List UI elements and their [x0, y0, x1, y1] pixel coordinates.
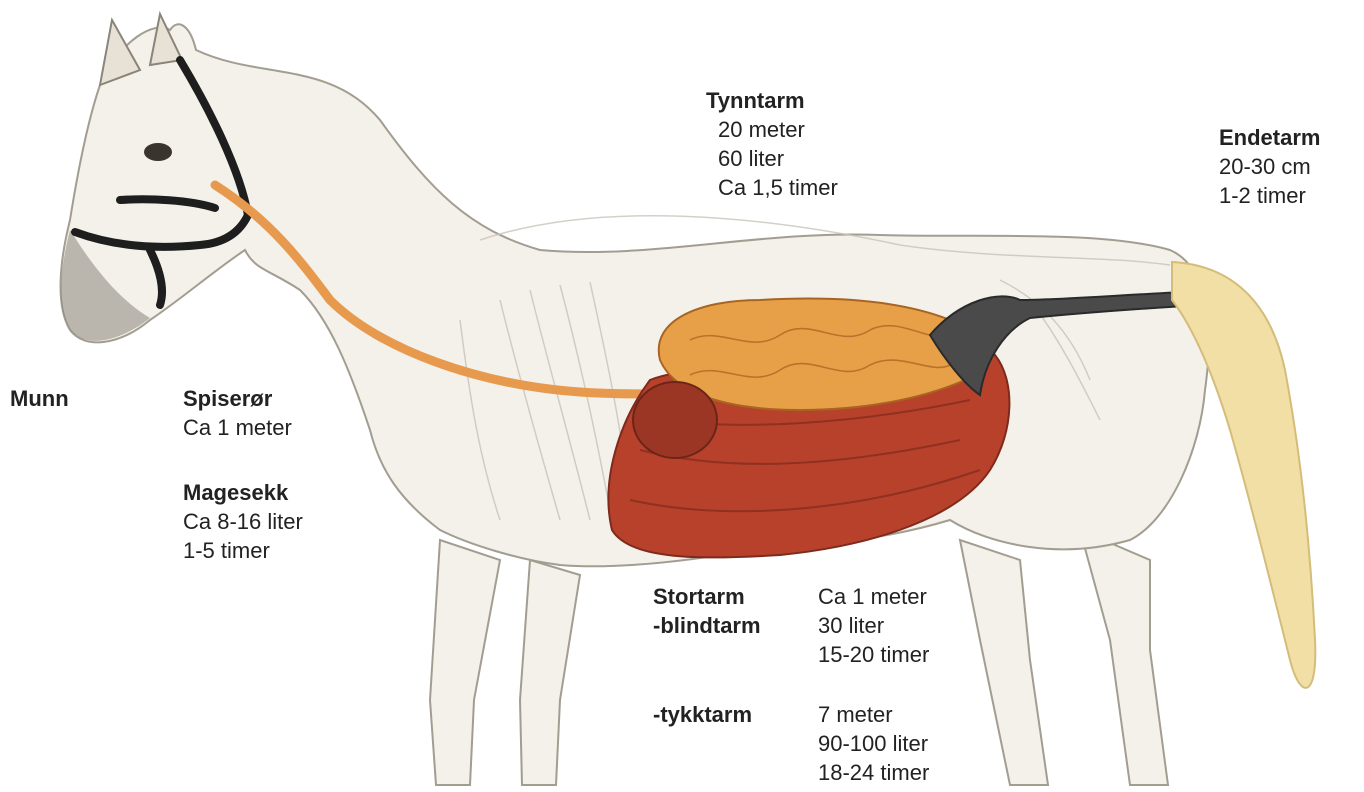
label-blindtarm-name: -blindtarm [653, 611, 761, 640]
label-magesekk-volume: Ca 8-16 liter [183, 507, 303, 536]
label-stortarm: Stortarm -blindtarm [653, 582, 761, 640]
stomach [633, 382, 717, 458]
label-blindtarm-length: Ca 1 meter [818, 582, 929, 611]
label-blindtarm-volume: 30 liter [818, 611, 929, 640]
label-endetarm-length: 20-30 cm [1219, 152, 1320, 181]
label-endetarm: Endetarm 20-30 cm 1-2 timer [1219, 123, 1320, 210]
label-munn-name: Munn [10, 384, 69, 413]
label-magesekk-name: Magesekk [183, 478, 303, 507]
label-magesekk: Magesekk Ca 8-16 liter 1-5 timer [183, 478, 303, 565]
horse-tail [1172, 262, 1315, 688]
label-tykktarm-length: 7 meter [818, 700, 929, 729]
label-tykktarm-volume: 90-100 liter [818, 729, 929, 758]
label-tynntarm-length: 20 meter [718, 115, 838, 144]
label-tykktarm-name: -tykktarm [653, 700, 752, 729]
label-endetarm-time: 1-2 timer [1219, 181, 1320, 210]
horse-legs [430, 530, 1168, 785]
label-tynntarm-volume: 60 liter [718, 144, 838, 173]
label-blindtarm-time: 15-20 timer [818, 640, 929, 669]
label-tynntarm-name: Tynntarm [706, 86, 838, 115]
label-tykktarm-time: 18-24 timer [818, 758, 929, 787]
label-tykktarm-values: 7 meter 90-100 liter 18-24 timer [818, 700, 929, 787]
label-tynntarm-time: Ca 1,5 timer [718, 173, 838, 202]
label-spiseror: Spiserør Ca 1 meter [183, 384, 292, 442]
label-tynntarm: Tynntarm 20 meter 60 liter Ca 1,5 timer [706, 86, 838, 202]
label-tykktarm: -tykktarm [653, 700, 752, 729]
label-stortarm-name: Stortarm [653, 582, 761, 611]
label-blindtarm-values: Ca 1 meter 30 liter 15-20 timer [818, 582, 929, 669]
label-munn: Munn [10, 384, 69, 413]
label-spiseror-name: Spiserør [183, 384, 292, 413]
label-endetarm-name: Endetarm [1219, 123, 1320, 152]
label-magesekk-time: 1-5 timer [183, 536, 303, 565]
horse-eye [144, 143, 172, 161]
label-spiseror-value: Ca 1 meter [183, 413, 292, 442]
